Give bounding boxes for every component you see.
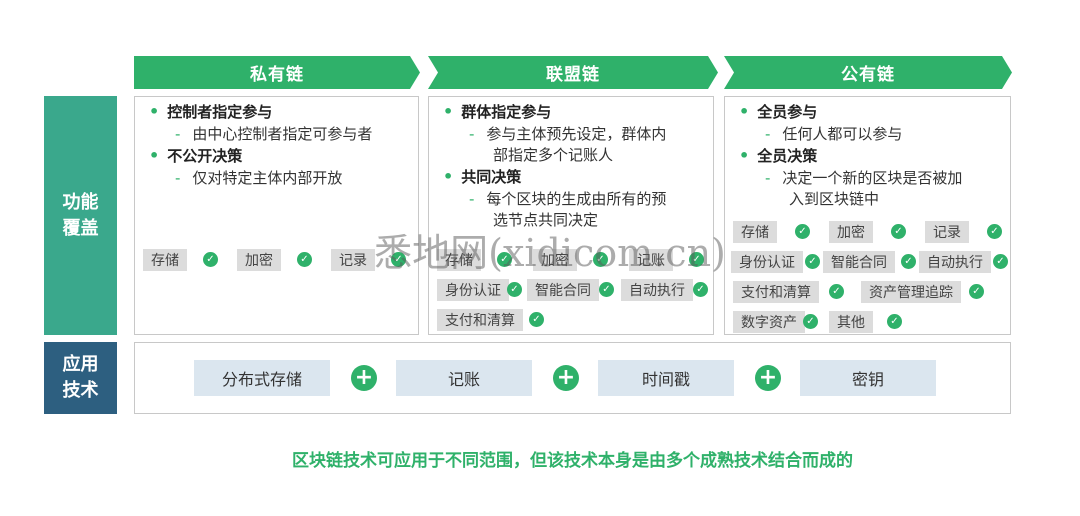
bullet-desc-continued: 部指定多个记账人 xyxy=(493,146,614,164)
check-icon: ✓ xyxy=(993,254,1008,269)
plus-icon: + xyxy=(755,365,781,391)
check-icon: ✓ xyxy=(391,252,406,267)
tech-box: 分布式存储 xyxy=(194,360,330,396)
feature-tag: 身份认证 xyxy=(437,279,509,301)
check-icon: ✓ xyxy=(891,224,906,239)
bullet-desc: -由中心控制者指定可参与者 xyxy=(175,125,373,143)
feature-tag: 智能合同 xyxy=(527,279,599,301)
header-consortium-chain: 联盟链 xyxy=(428,56,718,89)
check-icon: ✓ xyxy=(803,314,818,329)
feature-tag: 自动执行 xyxy=(621,279,693,301)
tech-box: 密钥 xyxy=(800,360,936,396)
side-label-function-line2: 覆盖 xyxy=(62,217,99,239)
bullet-desc-text: 每个区块的生成由所有的预 xyxy=(486,190,667,208)
panel-application-tech: 分布式存储 + 记账 + 时间戳 + 密钥 xyxy=(134,342,1011,414)
bullet-title: 共同决策 xyxy=(443,166,521,188)
bullet-desc: -仅对特定主体内部开放 xyxy=(175,169,343,187)
bullet-desc-text: 决定一个新的区块是否被加 xyxy=(782,169,963,187)
feature-tag: 支付和清算 xyxy=(437,309,523,331)
feature-tag: 加密 xyxy=(829,221,873,243)
bullet-desc-continued: 选节点共同决定 xyxy=(493,211,599,229)
check-icon: ✓ xyxy=(693,282,708,297)
feature-tag: 自动执行 xyxy=(919,251,991,273)
check-icon: ✓ xyxy=(689,252,704,267)
check-icon: ✓ xyxy=(795,224,810,239)
check-icon: ✓ xyxy=(887,314,902,329)
bullet-desc-text: 仅对特定主体内部开放 xyxy=(192,169,343,187)
side-label-function: 功能 覆盖 xyxy=(44,96,117,335)
feature-tag: 存储 xyxy=(733,221,777,243)
header-public-chain: 公有链 xyxy=(724,56,1012,89)
feature-tag: 数字资产 xyxy=(733,311,805,333)
feature-tag: 存储 xyxy=(437,249,481,271)
header-public-label: 公有链 xyxy=(841,65,895,85)
plus-icon: + xyxy=(553,365,579,391)
header-private-label: 私有链 xyxy=(250,65,304,85)
check-icon: ✓ xyxy=(805,254,820,269)
feature-tag: 存储 xyxy=(143,249,187,271)
bullet-title: 不公开决策 xyxy=(149,145,242,167)
side-label-tech-line1: 应用 xyxy=(62,354,99,375)
feature-tag: 记录 xyxy=(925,221,969,243)
panel-public-chain: 全员参与 -任何人都可以参与 全员决策 -决定一个新的区块是否被加 入到区块链中… xyxy=(724,96,1011,335)
bullet-desc: -参与主体预先设定，群体内 xyxy=(469,125,667,143)
check-icon: ✓ xyxy=(297,252,312,267)
tech-box: 时间戳 xyxy=(598,360,734,396)
check-icon: ✓ xyxy=(507,282,522,297)
bullet-desc: -每个区块的生成由所有的预 xyxy=(469,190,667,208)
check-icon: ✓ xyxy=(599,282,614,297)
feature-tag: 智能合同 xyxy=(823,251,895,273)
check-icon: ✓ xyxy=(529,312,544,327)
bullet-desc-text: 任何人都可以参与 xyxy=(782,125,903,143)
bullet-title: 全员决策 xyxy=(739,145,817,167)
watermark: 悉地网(xidicom.cn) xyxy=(374,231,726,275)
check-icon: ✓ xyxy=(987,224,1002,239)
feature-tag: 加密 xyxy=(533,249,577,271)
header-private-chain: 私有链 xyxy=(134,56,420,89)
feature-tag: 资产管理追踪 xyxy=(861,281,961,303)
feature-tag: 身份认证 xyxy=(731,251,803,273)
bullet-desc-text: 由中心控制者指定可参与者 xyxy=(192,125,373,143)
bullet-title: 全员参与 xyxy=(739,101,817,123)
side-label-tech: 应用 技术 xyxy=(44,342,117,414)
tech-box: 记账 xyxy=(396,360,532,396)
bullet-title: 群体指定参与 xyxy=(443,101,551,123)
feature-tag: 加密 xyxy=(237,249,281,271)
side-label-function-line1: 功能 xyxy=(62,191,99,213)
check-icon: ✓ xyxy=(969,284,984,299)
plus-icon: + xyxy=(351,365,377,391)
feature-tag: 记录 xyxy=(331,249,375,271)
feature-tag: 支付和清算 xyxy=(733,281,819,303)
bullet-desc-continued: 入到区块链中 xyxy=(789,190,880,208)
check-icon: ✓ xyxy=(829,284,844,299)
check-icon: ✓ xyxy=(593,252,608,267)
bullet-desc: -任何人都可以参与 xyxy=(765,125,903,143)
check-icon: ✓ xyxy=(901,254,916,269)
panel-private-chain: 控制者指定参与 -由中心控制者指定可参与者 不公开决策 -仅对特定主体内部开放 … xyxy=(134,96,419,335)
header-consortium-label: 联盟链 xyxy=(546,65,600,85)
panel-consortium-chain: 群体指定参与 -参与主体预先设定，群体内 部指定多个记账人 共同决策 -每个区块… xyxy=(428,96,714,335)
bullet-title: 控制者指定参与 xyxy=(149,101,272,123)
bullet-desc: -决定一个新的区块是否被加 xyxy=(765,169,963,187)
check-icon: ✓ xyxy=(497,252,512,267)
check-icon: ✓ xyxy=(203,252,218,267)
feature-tag: 其他 xyxy=(829,311,873,333)
side-label-tech-line2: 技术 xyxy=(62,380,99,401)
feature-tag: 记账 xyxy=(629,249,673,271)
caption: 区块链技术可应用于不同范围，但该技术本身是由多个成熟技术结合而成的 xyxy=(292,451,853,471)
bullet-desc-text: 参与主体预先设定，群体内 xyxy=(486,125,667,143)
